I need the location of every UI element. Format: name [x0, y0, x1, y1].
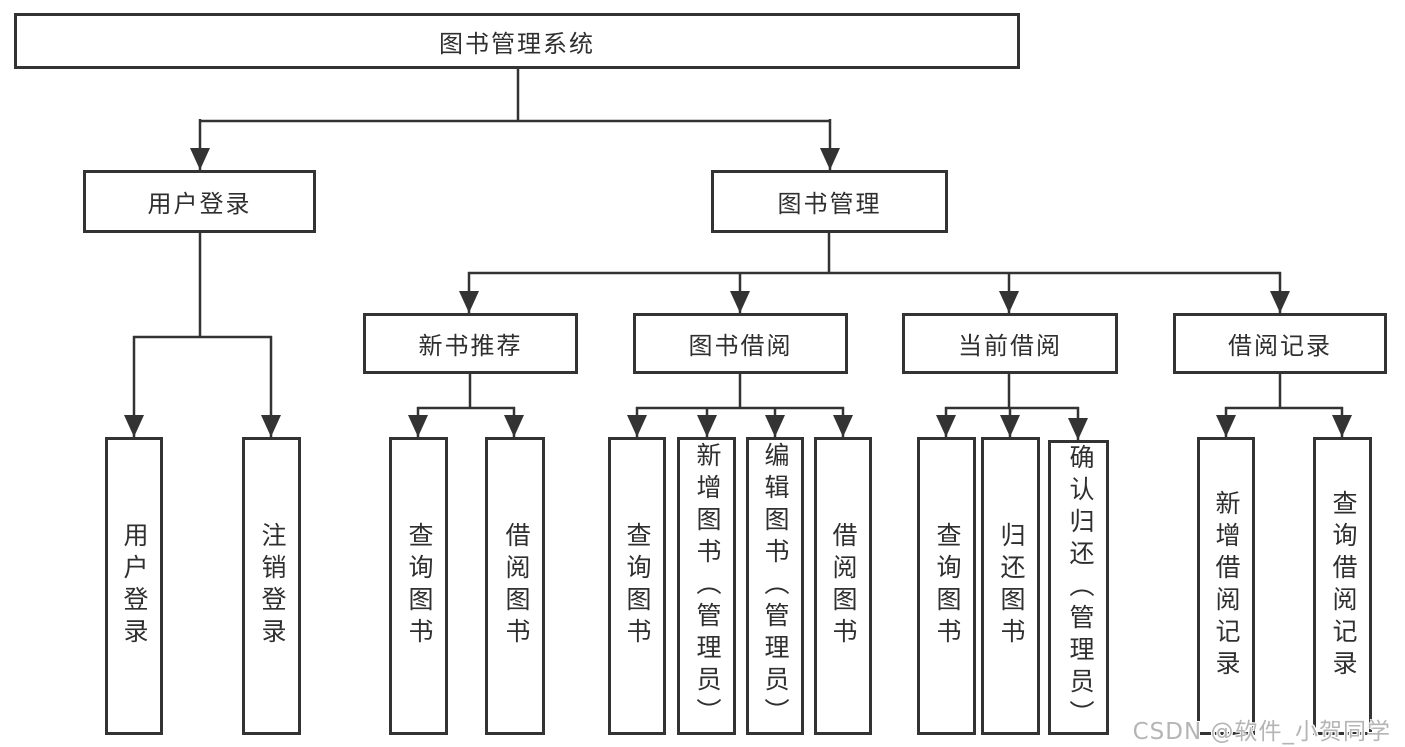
leaf-records-add-record: 新增借阅记录: [1197, 437, 1255, 735]
leaf-current-return-books: 归还图书: [981, 437, 1040, 735]
node-borrow-records: 借阅记录: [1173, 313, 1387, 374]
node-user-login: 用户登录: [83, 170, 316, 233]
connector-user-login: [124, 233, 281, 437]
connector-borrow-records: [1216, 374, 1352, 437]
node-root: 图书管理系统: [14, 13, 1020, 69]
connector-book-borrowing: [627, 374, 853, 437]
csdn-watermark: CSDN @软件_小贺同学: [1132, 719, 1391, 745]
node-new-book-recommend: 新书推荐: [363, 313, 578, 374]
leaf-recommend-query-books: 查询图书: [389, 437, 448, 735]
node-book-management: 图书管理: [711, 170, 948, 233]
connector-current-borrowing: [936, 374, 1088, 440]
leaf-current-query-books: 查询图书: [917, 437, 976, 735]
leaf-current-confirm-return: 确认归还（管理员）: [1048, 440, 1109, 735]
leaf-borrowing-add-books: 新增图书（管理员）: [677, 437, 736, 735]
leaf-borrowing-query-books: 查询图书: [608, 437, 666, 735]
connector-root: [190, 69, 840, 170]
connector-new-book-recommend: [408, 374, 524, 437]
leaf-recommend-borrow-books: 借阅图书: [485, 437, 545, 735]
leaf-borrowing-borrow-books: 借阅图书: [814, 437, 872, 735]
node-book-borrowing: 图书借阅: [633, 313, 848, 374]
leaf-records-query-record: 查询借阅记录: [1313, 437, 1372, 735]
leaf-user-login: 用户登录: [105, 437, 163, 735]
leaf-logout: 注销登录: [242, 437, 301, 735]
node-current-borrowing: 当前借阅: [902, 313, 1118, 374]
connector-book-management: [459, 233, 1290, 313]
leaf-borrowing-edit-books: 编辑图书（管理员）: [746, 437, 804, 735]
